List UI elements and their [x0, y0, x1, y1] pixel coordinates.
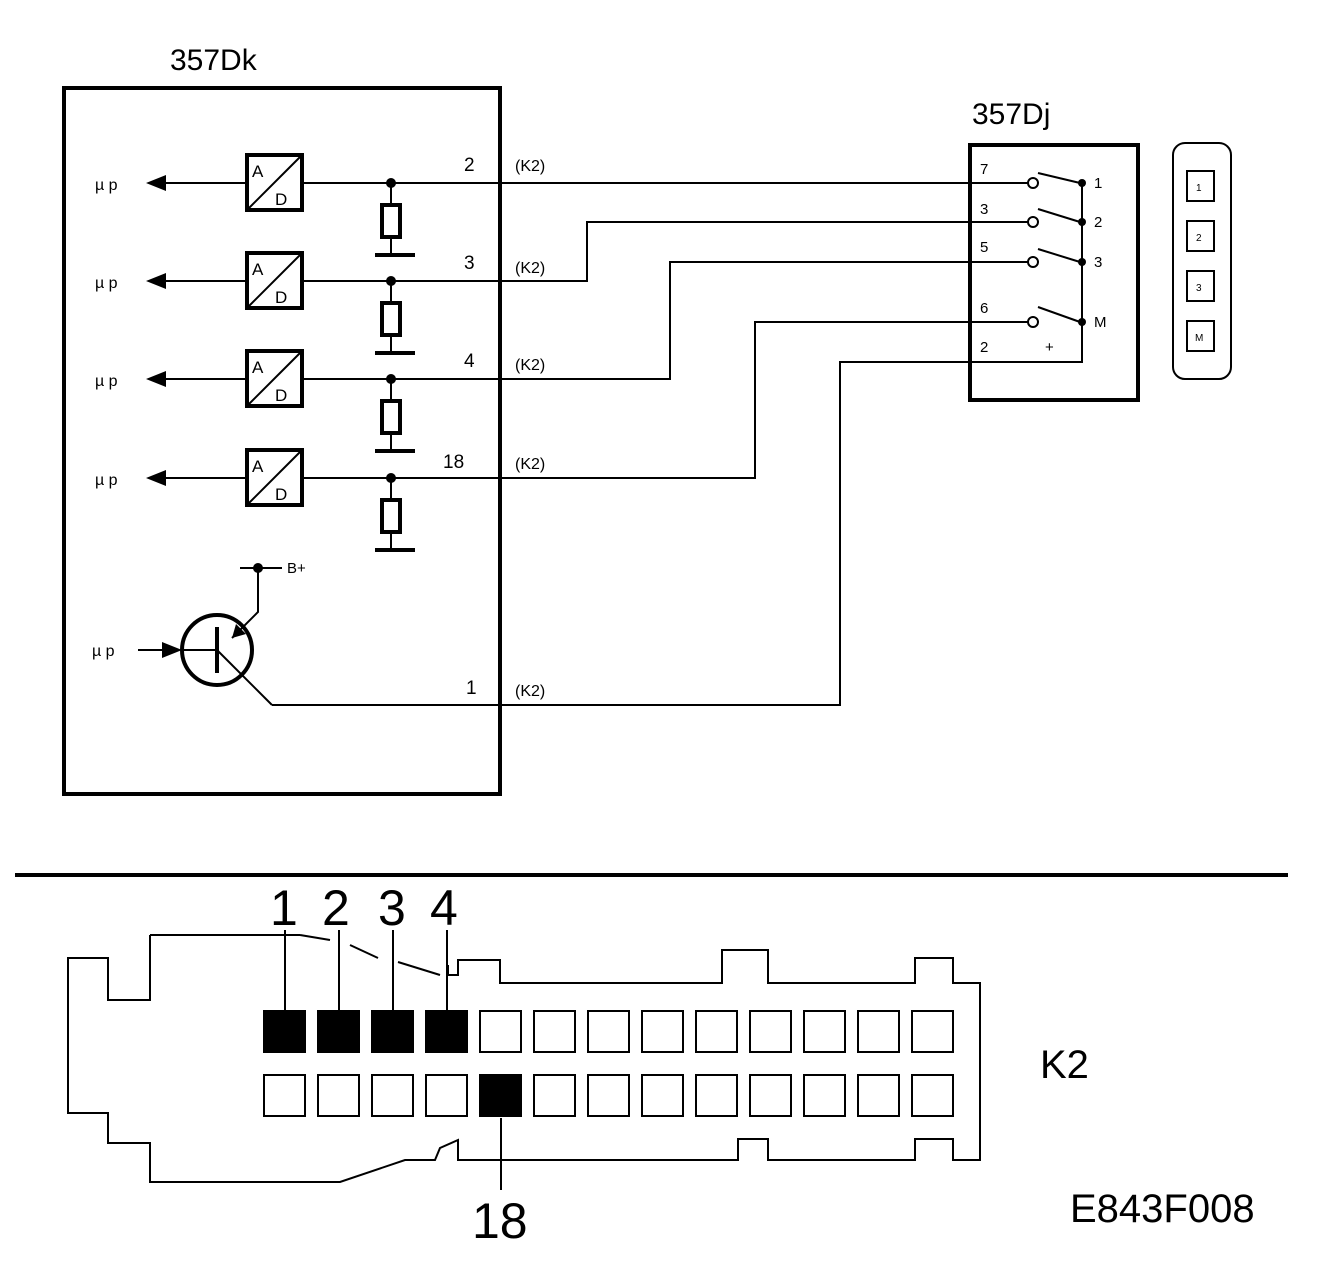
ad-channel-2: µ p A D [95, 251, 500, 355]
switch-pin: 3 [980, 201, 988, 218]
switch-pin: 2 [980, 339, 988, 356]
connector-pin-grid [263, 1010, 954, 1117]
connector-pin-number: 4 [430, 880, 458, 936]
connector-label: (K2) [515, 158, 545, 175]
mu-p-label: µ p [95, 177, 118, 194]
connector-cavity-bottom [803, 1074, 846, 1117]
connector-housing [67, 934, 981, 1183]
connector-label: (K2) [515, 683, 545, 700]
button-1 [1186, 170, 1215, 202]
svg-text:D: D [275, 386, 287, 405]
ad-channel-1: µ p A D [95, 153, 500, 257]
k2-connector [67, 934, 981, 1183]
connector-cavity-bottom-occupied [479, 1074, 522, 1117]
pin-number: 2 [464, 155, 475, 176]
switch-pin: 7 [980, 161, 988, 178]
svg-text:A: A [252, 358, 264, 377]
plus-label: + [1045, 339, 1054, 356]
pin-number: 18 [443, 452, 464, 473]
svg-text:3: 3 [1196, 283, 1202, 294]
harness-wires [500, 182, 1083, 706]
connector-pin-number: 2 [322, 880, 350, 936]
connector-label: (K2) [515, 456, 545, 473]
connector-cavity-bottom [371, 1074, 414, 1117]
switch-pin: 6 [980, 300, 988, 317]
pull-resistor [380, 301, 402, 337]
connector-cavity-top [641, 1010, 684, 1053]
connector-cavity-top-occupied [263, 1010, 306, 1053]
connector-cavity-bottom [641, 1074, 684, 1117]
svg-text:D: D [275, 288, 287, 307]
connector-cavity-top [911, 1010, 954, 1053]
connector-cavity-top [533, 1010, 576, 1053]
svg-text:D: D [275, 485, 287, 504]
connector-cavity-top [695, 1010, 738, 1053]
connector-cavity-top-occupied [425, 1010, 468, 1053]
button-panel: 1 2 3 M [1172, 142, 1232, 380]
switch-output: 3 [1094, 254, 1102, 271]
connector-cavity-top [587, 1010, 630, 1053]
figure-reference: E843F008 [1070, 1187, 1255, 1231]
b-plus-label: B+ [287, 560, 306, 577]
transistor-driver: B+ µ p [92, 560, 500, 706]
button-m [1186, 320, 1215, 352]
pin-number: 4 [464, 351, 475, 372]
connector-pin-number: 1 [270, 880, 298, 936]
svg-text:1: 1 [1196, 183, 1202, 194]
switch-output: 1 [1094, 175, 1102, 192]
button-panel-outline [1172, 142, 1232, 380]
mu-p-label: µ p [95, 472, 118, 489]
button-3 [1186, 270, 1215, 302]
connector-name: K2 [1040, 1043, 1089, 1087]
connector-cavity-bottom [749, 1074, 792, 1117]
ad-channel-3: µ p A D [95, 349, 500, 453]
button-2 [1186, 220, 1215, 252]
connector-cavity-top [749, 1010, 792, 1053]
switch-unit-title: 357Dj [972, 98, 1050, 131]
ecu-title: 357Dk [170, 44, 258, 77]
switch-contacts: 7 3 5 6 2 1 2 3 M + [980, 161, 1107, 356]
connector-cavity-bottom [587, 1074, 630, 1117]
pull-resistor [380, 203, 402, 239]
connector-cavity-top-occupied [371, 1010, 414, 1053]
mu-p-label: µ p [95, 275, 118, 292]
switch-output: 2 [1094, 214, 1102, 231]
connector-label: (K2) [515, 357, 545, 374]
ad-channel-4: µ p A D [95, 448, 500, 552]
connector-cavity-top-occupied [317, 1010, 360, 1053]
svg-text:A: A [252, 260, 264, 279]
connector-cavity-bottom [911, 1074, 954, 1117]
switch-pin: 5 [980, 239, 988, 256]
connector-cavity-bottom [533, 1074, 576, 1117]
connector-cavity-bottom [425, 1074, 468, 1117]
pin-number: 1 [466, 678, 477, 699]
pull-resistor [380, 498, 402, 534]
mu-p-label: µ p [95, 373, 118, 390]
connector-pin-number: 18 [472, 1193, 528, 1249]
svg-text:2: 2 [1196, 233, 1202, 244]
connector-cavity-top [803, 1010, 846, 1053]
connector-cavity-bottom [857, 1074, 900, 1117]
switch-unit-box [968, 143, 1140, 402]
ecu-box [62, 86, 502, 796]
connector-label: (K2) [515, 260, 545, 277]
svg-text:D: D [275, 190, 287, 209]
connector-cavity-bottom [695, 1074, 738, 1117]
pull-resistor [380, 399, 402, 435]
connector-cavity-top [479, 1010, 522, 1053]
svg-text:A: A [252, 457, 264, 476]
connector-pin-number: 3 [378, 880, 406, 936]
pin-number: 3 [464, 253, 475, 274]
connector-cavity-bottom [263, 1074, 306, 1117]
svg-text:A: A [252, 162, 264, 181]
connector-cavity-top [857, 1010, 900, 1053]
connector-cavity-bottom [317, 1074, 360, 1117]
mu-p-label: µ p [92, 643, 115, 660]
switch-output: M [1094, 314, 1107, 331]
svg-text:M: M [1195, 333, 1203, 344]
